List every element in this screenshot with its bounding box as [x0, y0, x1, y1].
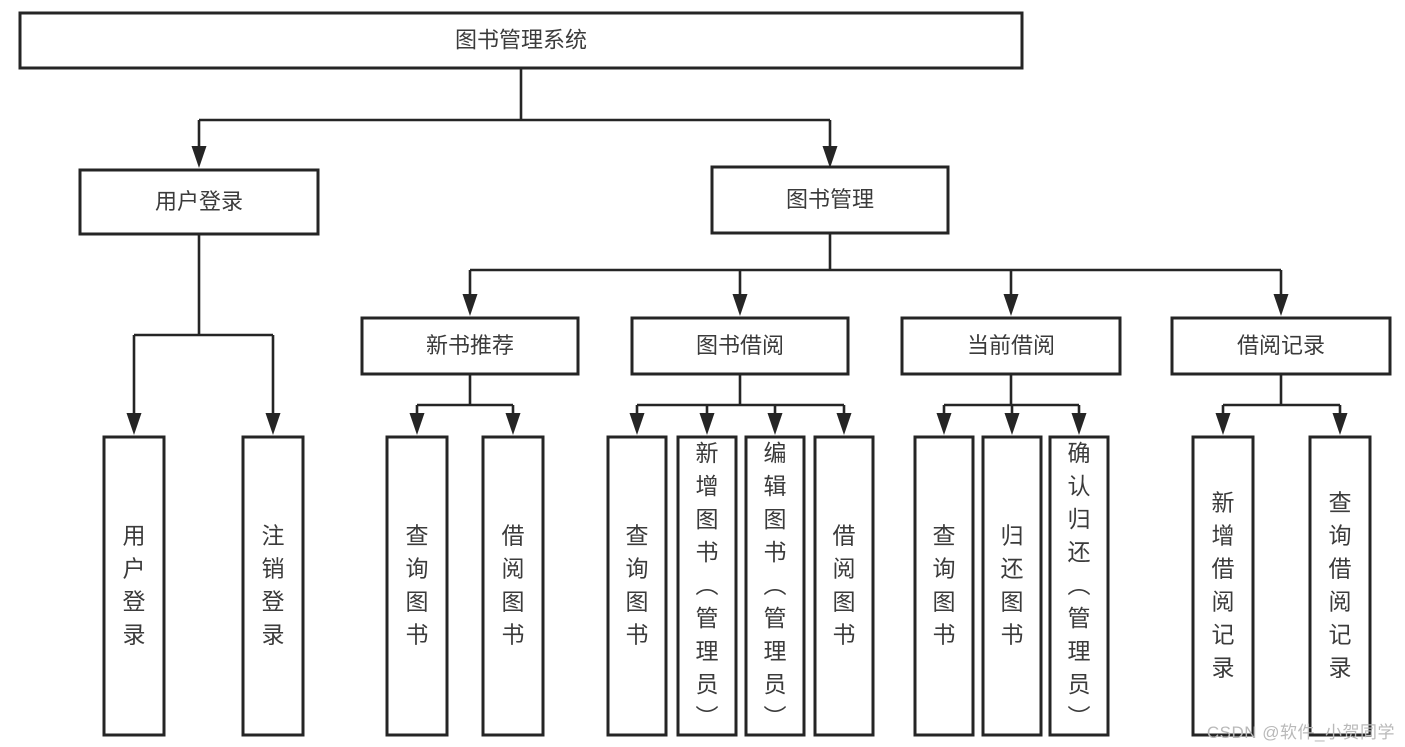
arrow-head-icon	[1215, 413, 1231, 435]
arrow-head-icon	[505, 413, 521, 435]
node-box	[913, 435, 975, 737]
arrow-head-icon	[1273, 294, 1289, 316]
node-label: 新增借阅记录	[1212, 490, 1235, 681]
csdn-watermark: CSDN @软件_小贺同学	[1206, 723, 1395, 742]
node-label: 确认归还︵管理员︶	[1068, 440, 1091, 730]
node-box	[385, 435, 449, 737]
node-label: 查询图书	[626, 523, 649, 648]
node-box	[900, 316, 1122, 376]
node-box	[981, 435, 1043, 737]
arrow-head-icon	[732, 294, 748, 316]
node-leaf-add-record[interactable]: 新增借阅记录	[1191, 435, 1255, 737]
arrow-head-icon	[462, 294, 478, 316]
node-leaf-confirm-return[interactable]: 确认归还︵管理员︶	[1048, 435, 1110, 737]
connector-new-book-recommend	[409, 374, 521, 435]
connector-book-manage	[462, 233, 1289, 316]
node-leaf-borrow-book-1[interactable]: 借阅图书	[481, 435, 545, 737]
arrow-head-icon	[836, 413, 852, 435]
node-box	[1170, 316, 1392, 376]
node-book-borrow[interactable]: 图书借阅	[630, 316, 850, 376]
arrow-head-icon	[1332, 413, 1348, 435]
connector-user-login	[126, 234, 281, 435]
node-borrow-record[interactable]: 借阅记录	[1170, 316, 1392, 376]
node-label: 新增图书︵管理员︶	[696, 440, 719, 730]
arrow-head-icon	[1071, 413, 1087, 435]
node-leaf-query-book-2[interactable]: 查询图书	[606, 435, 668, 737]
arrow-head-icon	[822, 146, 838, 168]
arrow-head-icon	[1004, 413, 1020, 435]
arrow-head-icon	[629, 413, 645, 435]
node-box	[630, 316, 850, 376]
node-label: 图书管理系统	[455, 27, 587, 52]
node-user-login[interactable]: 用户登录	[78, 168, 320, 236]
node-leaf-edit-book[interactable]: 编辑图书︵管理员︶	[744, 435, 806, 737]
node-leaf-query-book-1[interactable]: 查询图书	[385, 435, 449, 737]
node-label: 用户登录	[155, 189, 243, 214]
node-box	[1191, 435, 1255, 737]
node-label: 借阅图书	[833, 523, 856, 648]
arrow-head-icon	[936, 413, 952, 435]
connector-book-borrow	[629, 374, 852, 435]
node-box	[18, 11, 1024, 70]
node-box	[78, 168, 320, 236]
node-label: 编辑图书︵管理员︶	[764, 440, 787, 730]
node-leaf-user-login[interactable]: 用户登录	[102, 435, 166, 737]
node-leaf-query-book-3[interactable]: 查询图书	[913, 435, 975, 737]
arrow-head-icon	[699, 413, 715, 435]
node-box	[813, 435, 875, 737]
node-new-book-recommend[interactable]: 新书推荐	[360, 316, 580, 376]
node-label: 当前借阅	[967, 333, 1055, 358]
node-box	[1308, 435, 1372, 737]
arrow-head-icon	[265, 413, 281, 435]
node-label: 新书推荐	[426, 333, 514, 358]
node-label: 查询借阅记录	[1329, 490, 1352, 681]
node-leaf-add-book[interactable]: 新增图书︵管理员︶	[676, 435, 738, 737]
node-book-manage[interactable]: 图书管理	[710, 165, 950, 235]
connector-layer	[126, 68, 1348, 435]
node-box	[481, 435, 545, 737]
node-leaf-logout[interactable]: 注销登录	[241, 435, 305, 737]
node-label: 借阅记录	[1237, 333, 1325, 358]
node-label: 图书管理	[786, 187, 874, 212]
node-box	[710, 165, 950, 235]
arrow-head-icon	[767, 413, 783, 435]
connector-current-borrow	[936, 374, 1087, 435]
node-label: 查询图书	[933, 523, 956, 648]
connector-root	[191, 68, 838, 168]
node-box	[744, 435, 806, 737]
node-box	[360, 316, 580, 376]
node-label: 注销登录	[262, 523, 285, 648]
node-box	[102, 435, 166, 737]
node-box	[606, 435, 668, 737]
arrow-head-icon	[1003, 294, 1019, 316]
node-leaf-borrow-book-2[interactable]: 借阅图书	[813, 435, 875, 737]
connector-borrow-record	[1215, 374, 1348, 435]
node-leaf-return-book[interactable]: 归还图书	[981, 435, 1043, 737]
arrow-head-icon	[409, 413, 425, 435]
node-current-borrow[interactable]: 当前借阅	[900, 316, 1122, 376]
node-layer: 图书管理系统用户登录图书管理新书推荐图书借阅当前借阅借阅记录用户登录注销登录查询…	[18, 11, 1392, 737]
node-label: 借阅图书	[502, 523, 525, 648]
arrow-head-icon	[126, 413, 142, 435]
node-box	[676, 435, 738, 737]
node-root[interactable]: 图书管理系统	[18, 11, 1024, 70]
node-label: 图书借阅	[696, 333, 784, 358]
node-box	[241, 435, 305, 737]
node-label: 归还图书	[1001, 523, 1024, 648]
node-leaf-query-record[interactable]: 查询借阅记录	[1308, 435, 1372, 737]
arrow-head-icon	[191, 146, 207, 168]
node-box	[1048, 435, 1110, 737]
node-label: 用户登录	[123, 523, 146, 648]
node-label: 查询图书	[406, 523, 429, 648]
